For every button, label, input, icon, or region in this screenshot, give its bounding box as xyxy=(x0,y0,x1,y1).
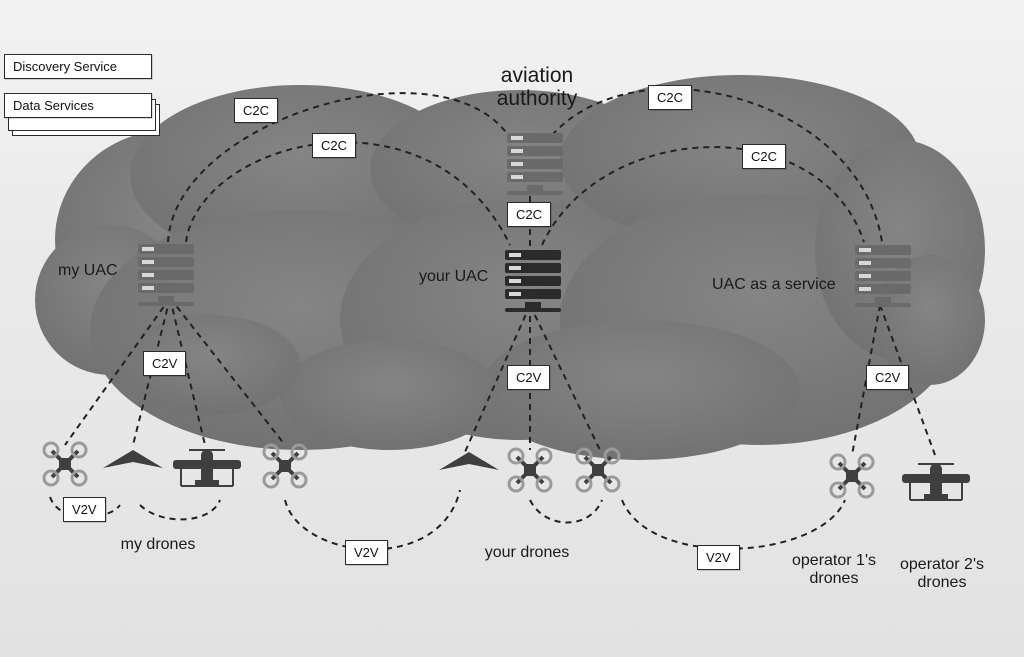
my-drones-label: my drones xyxy=(120,536,196,553)
fixed-wing-icon-my xyxy=(103,450,163,468)
drones xyxy=(42,441,970,501)
server-icon-your-uac xyxy=(505,250,561,312)
c2v-box-your: C2V xyxy=(507,365,551,390)
quadcopter-icon-operator-1 xyxy=(829,453,875,499)
c2c-link-your-service xyxy=(541,146,865,246)
quadcopter-icon-your-1 xyxy=(507,447,553,493)
c2c-box-authority: C2C xyxy=(507,202,552,227)
c2c-box-1: C2C xyxy=(234,98,279,123)
v2v-box-mid: V2V xyxy=(345,540,388,565)
fixed-wing-icon-your xyxy=(439,452,499,470)
c2v-link-my-3 xyxy=(169,297,206,446)
your-drones-label: your drones xyxy=(484,544,570,561)
c2c-link-my-authority-outer xyxy=(167,92,509,243)
operator-1-drones-label: operator 1's drones xyxy=(792,552,876,587)
your-uac-label: your UAC xyxy=(419,268,489,285)
link-lines xyxy=(49,88,936,551)
v2v-link-mid xyxy=(284,489,461,551)
quadcopter-icon-my-2 xyxy=(262,443,308,489)
c2v-link-service-1 xyxy=(851,304,881,456)
quadcopter-icon-your-2 xyxy=(575,447,621,493)
c2c-box-2: C2C xyxy=(312,133,357,158)
uac-service-label: UAC as a service xyxy=(712,276,836,293)
v2v-link-my-2 xyxy=(139,499,221,521)
c2v-link-my-1 xyxy=(64,297,171,446)
my-uac-label: my UAC xyxy=(58,262,118,279)
operator-2-drones-label: operator 2's drones xyxy=(900,556,984,591)
c2c-link-authority-service-outer xyxy=(551,88,883,243)
v2v-box-right: V2V xyxy=(697,545,740,570)
c2v-link-my-2 xyxy=(132,297,171,446)
c2v-box-my: C2V xyxy=(143,351,187,376)
airplane-icon-my xyxy=(173,449,241,487)
v2v-link-right xyxy=(621,499,846,550)
server-icon-uac-service xyxy=(855,245,911,307)
c2c-box-4: C2C xyxy=(742,144,787,169)
c2v-link-your-3 xyxy=(529,304,601,451)
legend-data-services: Data Services xyxy=(4,93,152,118)
server-icon-my-uac xyxy=(138,244,194,306)
quadcopter-icon-my-1 xyxy=(42,441,88,487)
v2v-link-your xyxy=(529,499,603,524)
aviation-authority-label: aviation authority xyxy=(496,64,578,110)
c2v-box-service: C2V xyxy=(866,365,910,390)
c2v-link-your-1 xyxy=(464,304,531,453)
v2v-box-my: V2V xyxy=(63,497,106,522)
servers xyxy=(138,133,911,312)
server-icon-aviation-authority xyxy=(507,133,563,195)
c2c-box-3: C2C xyxy=(648,85,693,110)
c2v-link-my-4 xyxy=(169,297,286,446)
legend-discovery-service: Discovery Service xyxy=(4,54,152,79)
airplane-icon-operator-2 xyxy=(902,463,970,501)
